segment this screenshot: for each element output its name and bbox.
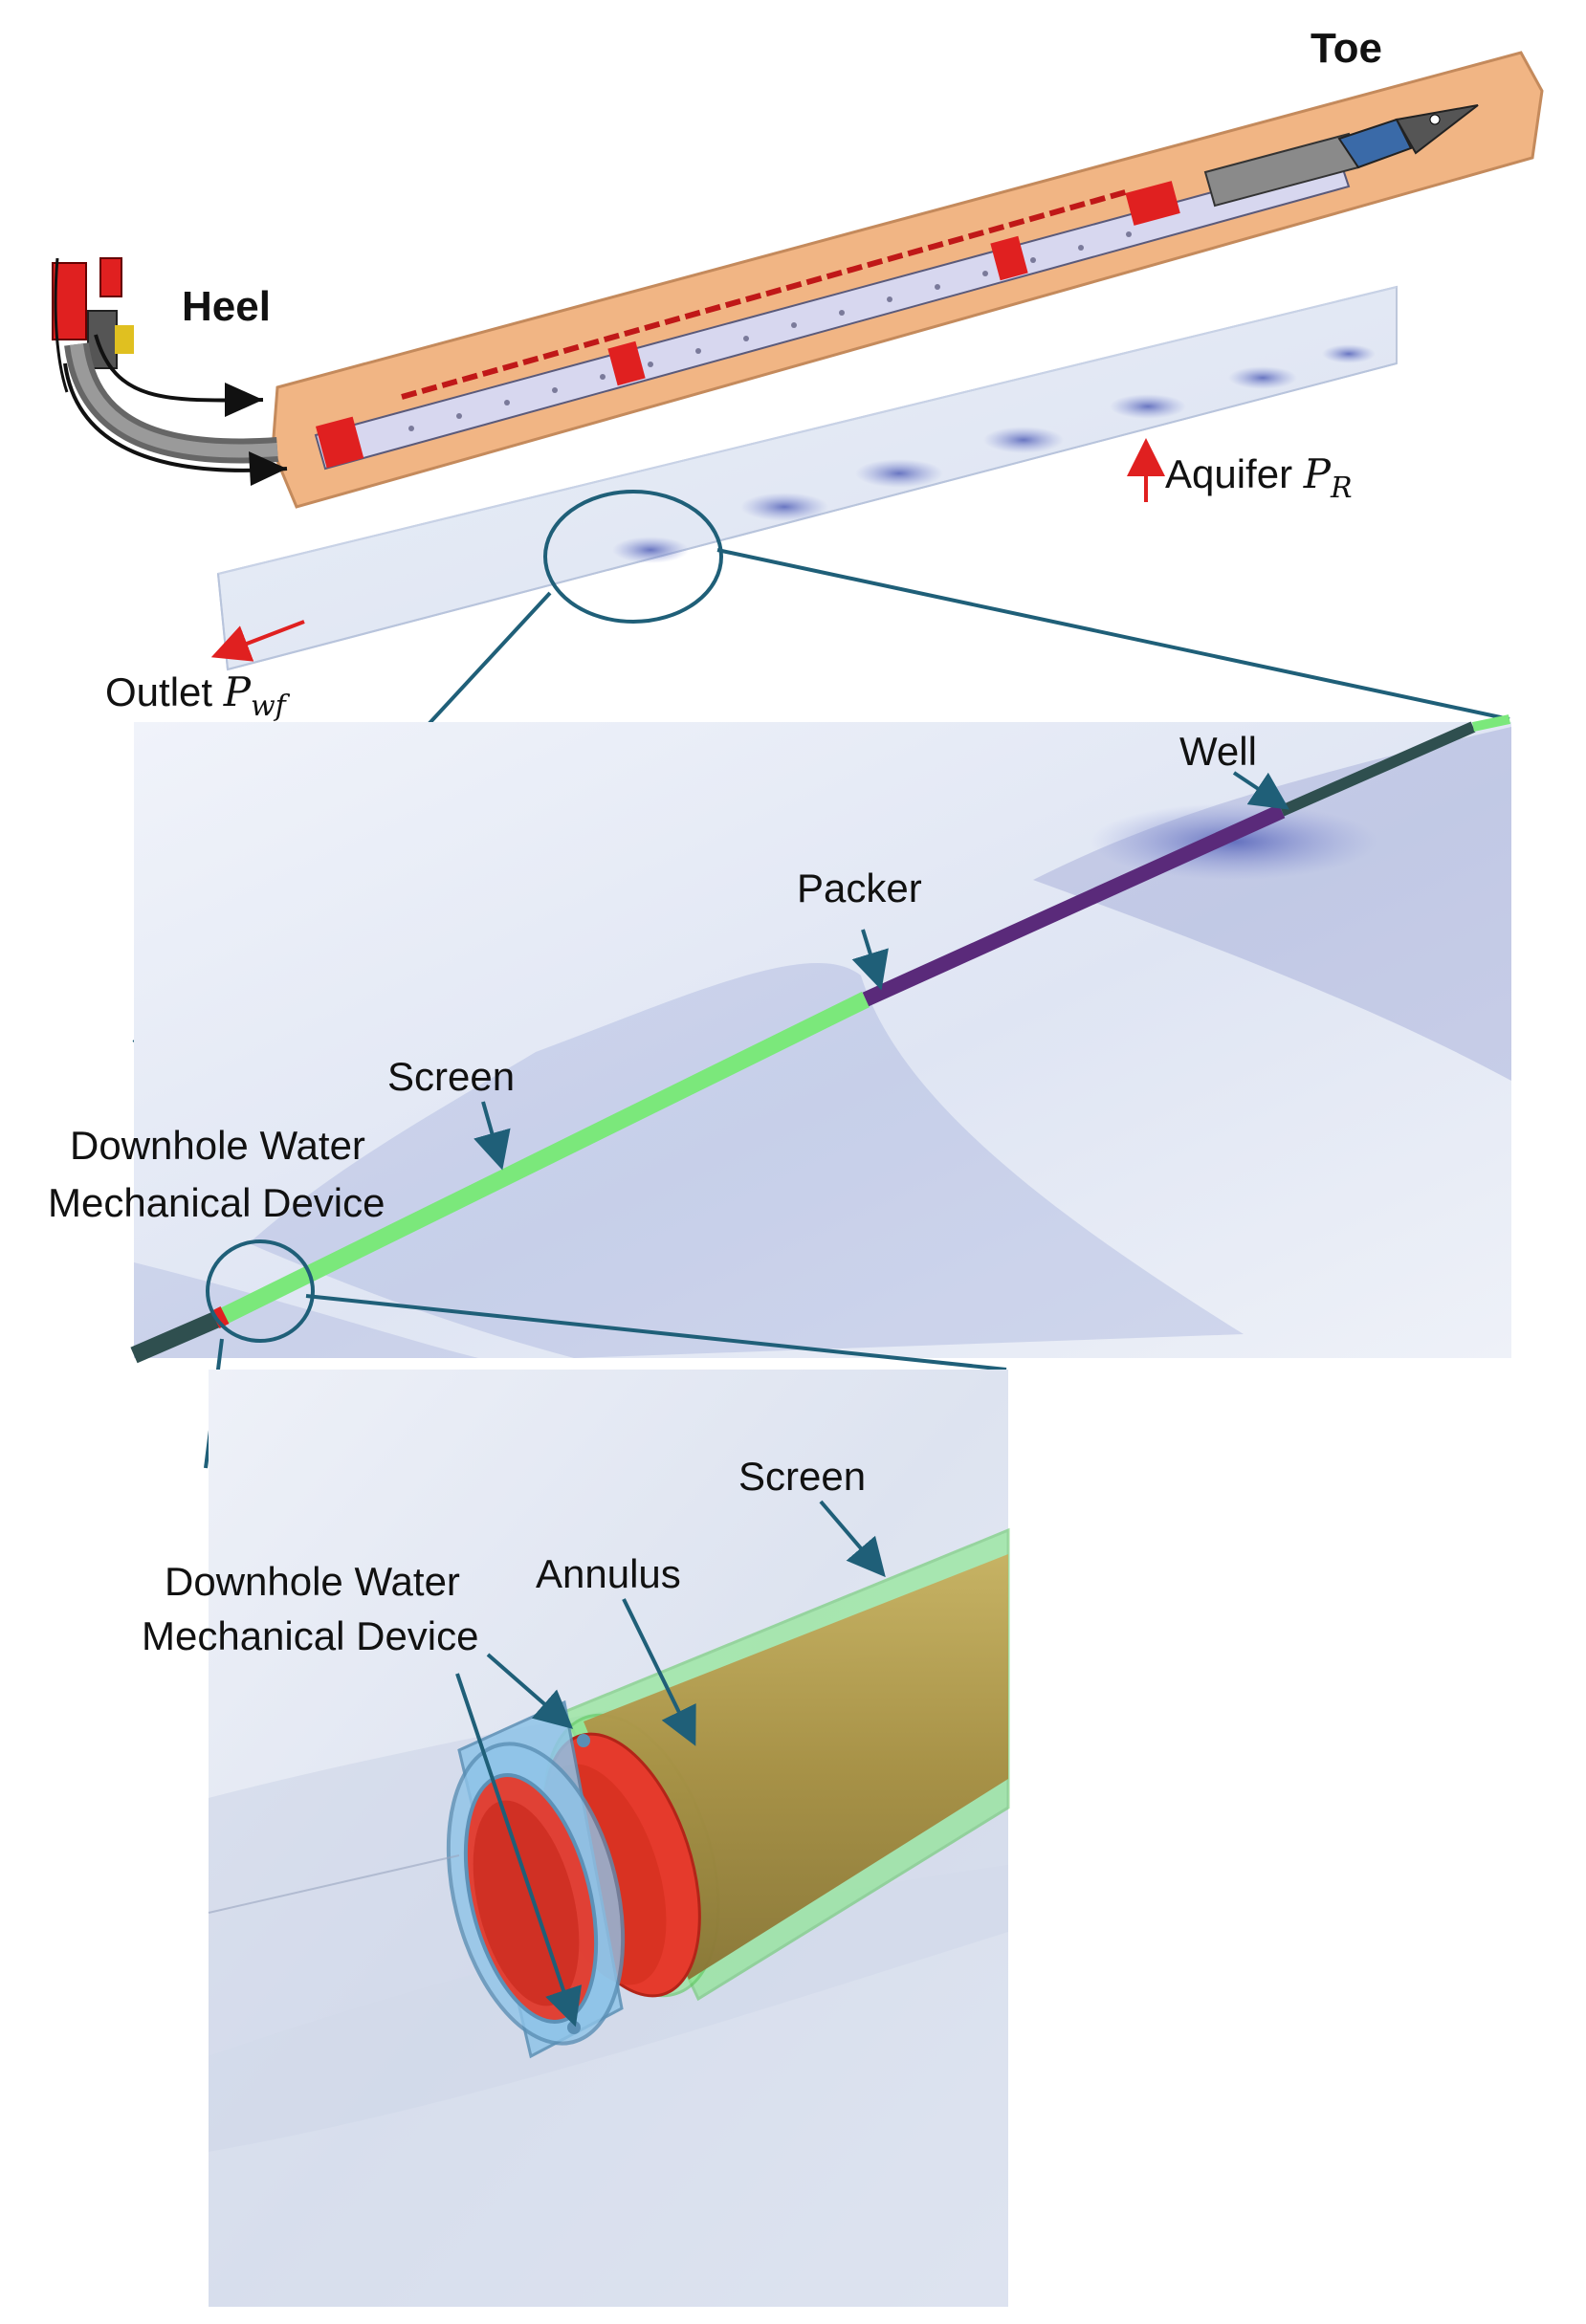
heel-label: Heel: [182, 283, 271, 330]
production-pipe: [314, 156, 1351, 471]
well-callout-arrow: [1232, 771, 1289, 810]
zoom-line-right-mid: [305, 1294, 1007, 1371]
packer-pipe: [862, 803, 1286, 1007]
device-hole-top: [577, 1734, 590, 1747]
well-pipe-lower: [130, 1309, 224, 1364]
toe-tool: [1203, 104, 1479, 208]
packer-callout-arrow: [851, 929, 889, 991]
annulus-callout-arrow: [622, 1598, 696, 1746]
screen-pipe: [216, 991, 870, 1326]
aquifer-label: Aquifer PR: [1165, 450, 1353, 505]
dwmd-bottom-line1: Downhole Water: [165, 1559, 460, 1604]
screen-bottom-label: Screen: [738, 1454, 866, 1499]
packer-label: Packer: [797, 866, 922, 910]
well-pipe-upper: [1279, 721, 1476, 817]
annulus-label: Annulus: [536, 1551, 681, 1596]
outlet-label: Outlet Pwf: [105, 669, 291, 723]
toe-label: Toe: [1311, 25, 1382, 72]
dwmd-bottom-line2: Mechanical Device: [142, 1613, 479, 1658]
screen-bottom-callout-arrow: [819, 1500, 886, 1578]
screen-mid-label: Screen: [387, 1054, 515, 1099]
zoom-line-right-top: [716, 548, 1510, 721]
heel-equipment: [52, 257, 288, 486]
middle-panel: Well Packer Screen Downhole Water Mechan…: [48, 714, 1511, 1364]
packers-red: [315, 181, 1180, 469]
flow-plumes: [612, 344, 1376, 563]
screen-mid-callout-arrow: [474, 1101, 511, 1171]
zoom-circle-mid: [206, 1239, 315, 1343]
dwmd-mid-line2: Mechanical Device: [48, 1180, 385, 1225]
dwmd-mid-line1: Downhole Water: [70, 1123, 365, 1168]
well-label: Well: [1179, 729, 1257, 774]
device-hole-bottom: [567, 2021, 581, 2034]
top-well-section: Toe Heel: [52, 25, 1544, 509]
dwmd-callout-arrow-bottom: [455, 1673, 583, 2028]
zoom-circle-top: [543, 490, 723, 624]
aquifer-box: Aquifer PR Outlet Pwf: [105, 285, 1398, 723]
dwmd-callout-arrow-top: [486, 1653, 574, 1729]
bottom-panel: Screen Annulus Downhole Water Mechanical…: [142, 1370, 1010, 2307]
pipe-perforations: [408, 231, 1132, 431]
outlet-arrow: [210, 620, 305, 662]
